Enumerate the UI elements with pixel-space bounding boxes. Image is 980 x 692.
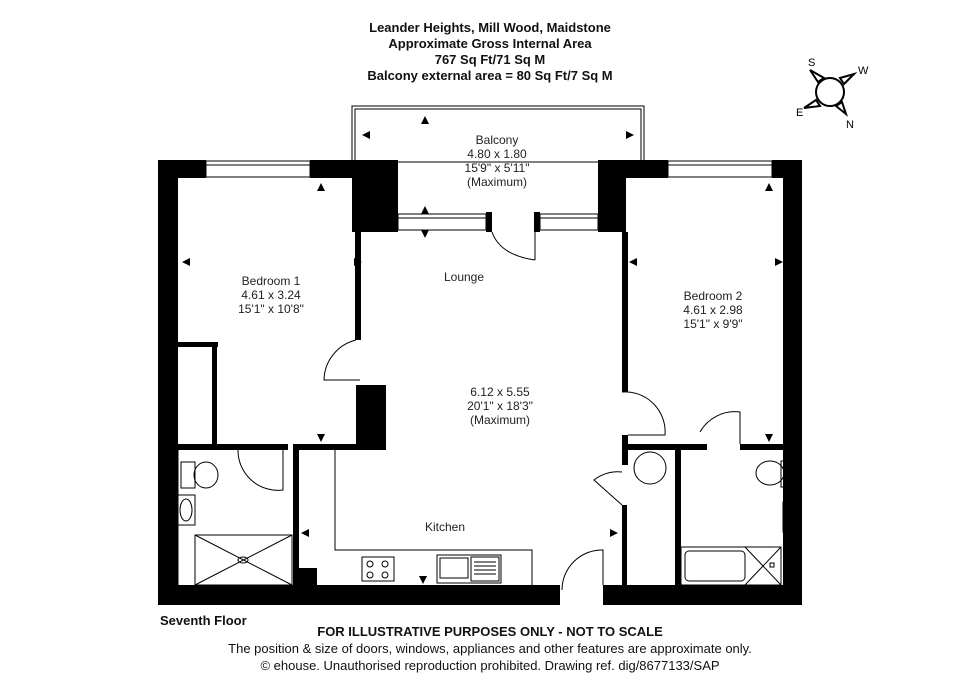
svg-text:15'1" x 10'8": 15'1" x 10'8" — [238, 302, 304, 316]
disclaimer-bold: FOR ILLUSTRATIVE PURPOSES ONLY - NOT TO … — [317, 624, 663, 639]
plan-header: Leander Heights, Mill Wood, Maidstone Ap… — [0, 20, 980, 84]
area-subtitle: Approximate Gross Internal Area — [388, 36, 592, 51]
svg-text:Bedroom 2: Bedroom 2 — [684, 289, 743, 303]
floor-label: Seventh Floor — [160, 613, 247, 628]
compass-icon: S W E N — [796, 57, 869, 131]
svg-text:(Maximum): (Maximum) — [467, 175, 527, 189]
label-bedroom2: Bedroom 2 4.61 x 2.98 15'1" x 9'9" — [683, 289, 743, 331]
label-bedroom1: Bedroom 1 4.61 x 3.24 15'1" x 10'8" — [238, 274, 304, 316]
disclaimer: FOR ILLUSTRATIVE PURPOSES ONLY - NOT TO … — [0, 623, 980, 674]
svg-text:4.61 x 2.98: 4.61 x 2.98 — [683, 303, 743, 317]
compass-n: N — [846, 119, 854, 131]
svg-text:(Maximum): (Maximum) — [470, 413, 530, 427]
svg-text:4.80 x 1.80: 4.80 x 1.80 — [467, 147, 527, 161]
disclaimer-line-2: © ehouse. Unauthorised reproduction proh… — [260, 658, 720, 673]
kitchen-counter — [334, 450, 533, 585]
property-title: Leander Heights, Mill Wood, Maidstone — [369, 20, 611, 35]
compass-w: W — [858, 65, 869, 77]
dimension-markers — [182, 116, 783, 584]
svg-text:Bedroom 1: Bedroom 1 — [242, 274, 301, 288]
compass-s: S — [808, 57, 815, 69]
compass-e: E — [796, 107, 803, 119]
ensuite-fixtures — [177, 450, 801, 586]
svg-text:Lounge: Lounge — [444, 270, 484, 284]
disclaimer-line-1: The position & size of doors, windows, a… — [228, 641, 752, 656]
gross-area: 767 Sq Ft/71 Sq M — [434, 52, 546, 67]
svg-text:15'9" x 5'11": 15'9" x 5'11" — [465, 161, 530, 175]
windows — [205, 160, 773, 231]
svg-text:Balcony: Balcony — [476, 133, 519, 147]
svg-text:20'1" x 18'3": 20'1" x 18'3" — [467, 399, 533, 413]
label-kitchen: Kitchen — [425, 520, 465, 534]
label-lounge: Lounge 6.12 x 5.55 20'1" x 18'3" (Maximu… — [444, 270, 533, 427]
balcony-area: Balcony external area = 80 Sq Ft/7 Sq M — [367, 68, 613, 83]
balcony-rail — [351, 105, 645, 163]
svg-text:4.61 x 3.24: 4.61 x 3.24 — [241, 288, 301, 302]
svg-text:6.12 x 5.55: 6.12 x 5.55 — [470, 385, 530, 399]
svg-text:Kitchen: Kitchen — [425, 520, 465, 534]
label-balcony: Balcony 4.80 x 1.80 15'9" x 5'11" (Maxim… — [465, 133, 530, 189]
svg-text:15'1" x 9'9": 15'1" x 9'9" — [683, 317, 742, 331]
balcony-door-jambs — [486, 212, 540, 232]
door-swings — [237, 231, 741, 591]
walls — [158, 160, 802, 605]
